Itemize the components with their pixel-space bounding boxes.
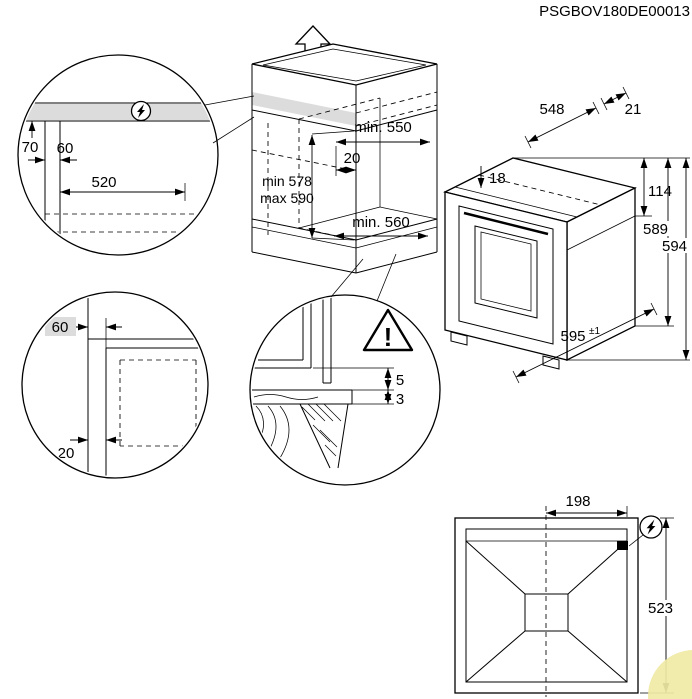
dim-label-detail-top-vertical: 70: [22, 139, 39, 156]
dim-label-niche-depth: min. 560: [352, 214, 410, 231]
oven-foot: [450, 331, 468, 346]
dim-detail-top-depth: [60, 183, 186, 201]
electrical-icon: [628, 515, 663, 547]
dim-label-detail-side-top: 60: [52, 319, 69, 336]
document-code: PSGBOV180DE00013: [539, 3, 690, 20]
detail-side-clearance: 60 20: [21, 291, 209, 479]
worktop-top-view: 198 523: [454, 493, 675, 697]
highlight-box: [45, 317, 76, 336]
hidden-oven-outline: [119, 359, 197, 447]
dim-label-detail-top-depth: 520: [91, 174, 116, 191]
wood-section-hatch: [299, 403, 349, 469]
dim-label-oven-width: 595: [560, 328, 585, 345]
dim-label-oven-height-total: 594: [662, 238, 687, 255]
dim-label-cable-offset: 198: [565, 493, 590, 510]
dim-label-gap-lower: 3: [396, 391, 404, 408]
dim-oven-depth: [524, 101, 600, 149]
dim-cable-offset: [546, 506, 628, 517]
detail-front-gap: 5 3 !: [249, 294, 441, 486]
dim-label-niche-height-min: min 578: [262, 173, 312, 189]
dim-label-niche-width: min. 550: [354, 119, 412, 136]
callout-leaders: [204, 95, 397, 302]
dim-label-gap-upper: 5: [396, 372, 404, 389]
dim-label-worktop-depth: 523: [648, 600, 673, 617]
svg-text:!: !: [384, 322, 393, 352]
dim-label-niche-height-max: max 590: [260, 190, 314, 206]
oven-view: 548 21 18 114 589 594: [443, 86, 690, 384]
warning-icon: !: [362, 308, 414, 352]
dim-label-oven-height-body: 589: [643, 221, 668, 238]
dim-label-oven-depth: 548: [539, 101, 564, 118]
wood-grain: [255, 405, 290, 459]
cable-connection-box: [617, 541, 628, 550]
cabinet-niche-view: min. 550 20 min 578 max 590 min. 560: [204, 25, 438, 302]
dim-label-oven-front: 21: [625, 101, 642, 118]
dim-label-detail-side-bottom: 20: [58, 445, 75, 462]
dim-label-niche-setback: 20: [344, 150, 361, 167]
watermark: [648, 650, 692, 699]
cable-area-strip: [252, 92, 356, 126]
detail-electrical-connection: 70 60 520: [17, 54, 219, 256]
dim-oven-front: [600, 86, 630, 111]
electrical-icon: [130, 100, 152, 122]
dim-label-oven-top-inset: 18: [489, 170, 506, 187]
dim-label-detail-top-horizontal: 60: [57, 140, 74, 157]
dim-oven-width: [512, 302, 658, 384]
dim-niche-height: [308, 130, 355, 241]
dim-label-oven-width-tolerance: ±1: [589, 326, 600, 337]
